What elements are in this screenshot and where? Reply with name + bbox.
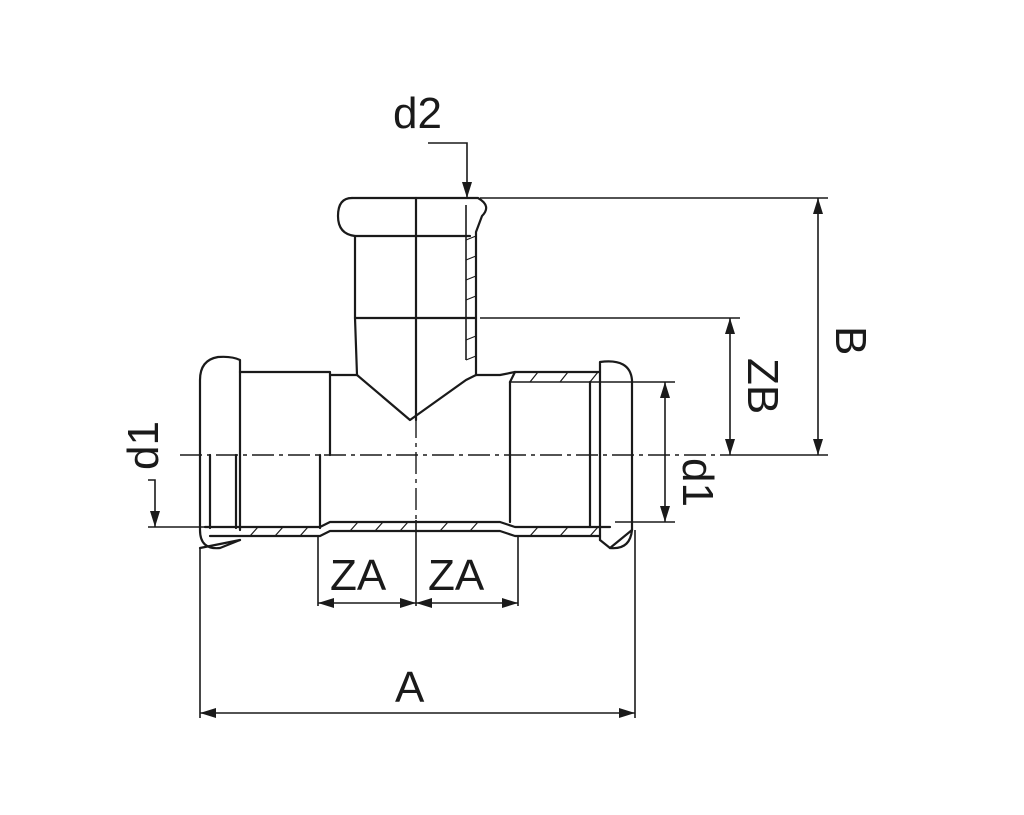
label-ZA-left: ZA [330, 551, 387, 600]
dimension-ZA [317, 520, 519, 608]
branch-outlet [336, 196, 488, 422]
dimension-d2 [428, 142, 472, 198]
label-d2: d2 [393, 89, 442, 138]
dimension-ZB [480, 317, 740, 455]
label-d1-left: d1 [119, 421, 168, 470]
main-run [198, 355, 634, 550]
label-ZA-right: ZA [428, 551, 485, 600]
dimension-d1-right [615, 381, 675, 523]
label-A: A [395, 663, 425, 712]
dimension-A [199, 530, 636, 718]
label-ZB: ZB [738, 358, 787, 414]
dimension-B [480, 197, 828, 456]
label-B: B [826, 326, 875, 355]
label-d1-right: d1 [673, 458, 722, 507]
dimension-d1-left [148, 479, 205, 528]
